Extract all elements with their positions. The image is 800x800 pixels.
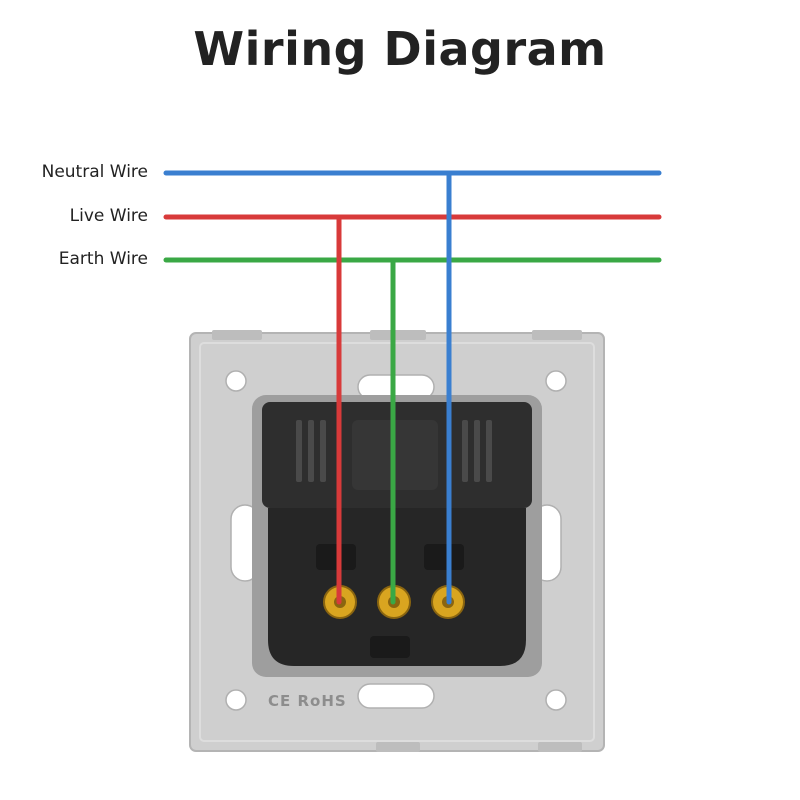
wires (163, 170, 662, 605)
earth-wire-label: Earth Wire (58, 249, 148, 269)
certification-marks: CE RoHS (268, 692, 347, 710)
live-wire-label: Live Wire (69, 206, 148, 226)
screw-hole-top-right (545, 370, 567, 392)
neutral-wire-label: Neutral Wire (41, 162, 148, 182)
screw-hole-bottom-right (545, 689, 567, 711)
mounting-slot-bottom (357, 683, 435, 709)
diagram-title: Wiring Diagram (193, 22, 607, 76)
socket-body (252, 395, 542, 677)
screw-hole-bottom-left (225, 689, 247, 711)
screw-hole-top-left (225, 370, 247, 392)
